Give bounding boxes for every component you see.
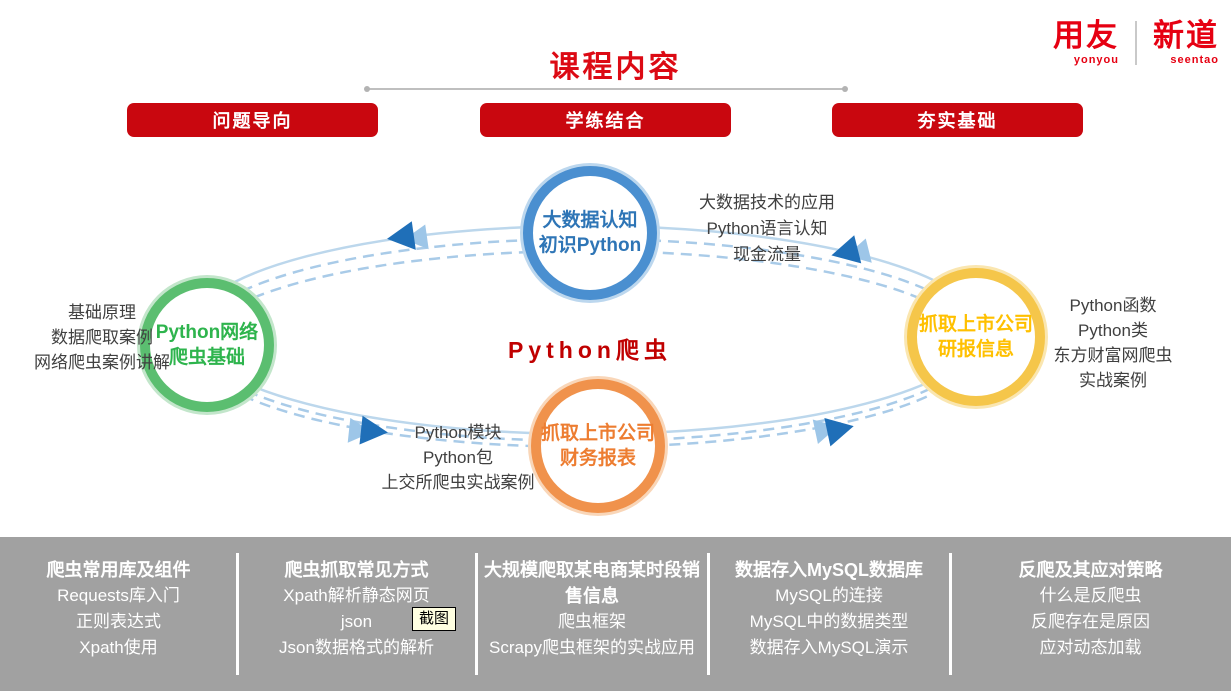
node-title-line: 初识Python bbox=[538, 235, 642, 256]
footer-column-item: 数据存入MySQL演示 bbox=[749, 638, 909, 657]
node-title-line: 研报信息 bbox=[937, 339, 1014, 360]
note-line: Python类 bbox=[1078, 321, 1148, 340]
logo-seentao-subtext: seentao bbox=[1170, 54, 1219, 66]
footer-separator bbox=[236, 553, 239, 675]
note-line: 上交所爬虫实战案例 bbox=[381, 473, 535, 492]
footer-column-crawl-methods: 爬虫抓取常见方式 Xpath解析静态网页 json Json数据格式的解析 bbox=[237, 537, 476, 691]
logo-yonyou-text: 用友 bbox=[1053, 18, 1119, 53]
footer-column-item: 正则表达式 bbox=[76, 612, 161, 631]
note-line: 数据爬取案例 bbox=[51, 328, 153, 347]
footer-column-item: Requests库入门 bbox=[57, 586, 180, 605]
footer-column-item: 反爬存在是原因 bbox=[1031, 612, 1150, 631]
node-title-line: 财务报表 bbox=[559, 448, 636, 469]
footer-column-heading: 爬虫抓取常见方式 bbox=[284, 560, 429, 580]
note-line: 基础原理 bbox=[68, 303, 136, 322]
line-endpoint-left bbox=[364, 86, 370, 92]
flow-arrow-bottom-right bbox=[812, 418, 854, 447]
footer-column-item: MySQL中的数据类型 bbox=[749, 612, 909, 631]
note-line: Python模块 bbox=[414, 423, 502, 442]
footer-column-item: Xpath使用 bbox=[79, 638, 158, 657]
banner-problem-oriented: 问题导向 bbox=[127, 103, 378, 137]
node-title-line: 抓取上市公司 bbox=[918, 314, 1033, 335]
screenshot-tooltip: 截图 bbox=[412, 607, 457, 631]
footer-column-heading: 大规模爬取某电商某时段销售信息 bbox=[484, 560, 700, 606]
node-title-line: 爬虫基础 bbox=[168, 347, 245, 368]
footer-separator bbox=[949, 553, 952, 675]
footer-column-heading: 爬虫常用库及组件 bbox=[46, 560, 191, 580]
footer-separator bbox=[707, 553, 710, 675]
footer-column-heading: 数据存入MySQL数据库 bbox=[734, 560, 923, 580]
logo-divider bbox=[1135, 21, 1137, 65]
line-endpoint-right bbox=[842, 86, 848, 92]
note-top-right: 大数据技术的应用 Python语言认知 现金流量 bbox=[658, 190, 876, 268]
node-research-reports: 抓取上市公司 研报信息 bbox=[907, 268, 1045, 406]
note-line: 网络爬虫案例讲解 bbox=[34, 353, 170, 372]
note-line: 东方财富网爬虫 bbox=[1053, 346, 1173, 365]
note-line: Python函数 bbox=[1069, 296, 1157, 315]
logo-yonyou: 用友 yonyou bbox=[1053, 18, 1119, 67]
note-bottom-left: Python模块 Python包 上交所爬虫实战案例 bbox=[374, 420, 542, 495]
footer-column-mysql: 数据存入MySQL数据库 MySQL的连接 MySQL中的数据类型 数据存入My… bbox=[708, 537, 950, 691]
flow-arrow-top-left bbox=[386, 221, 429, 250]
note-left: 基础原理 数据爬取案例 网络爬虫案例讲解 bbox=[8, 300, 196, 375]
note-line: 实战案例 bbox=[1079, 371, 1147, 390]
footer-column-item: MySQL的连接 bbox=[775, 586, 883, 605]
node-big-data-python: 大数据认知 初识Python bbox=[523, 166, 657, 300]
logo-seentao: 新道 seentao bbox=[1153, 18, 1219, 67]
banner-learn-practice: 学练结合 bbox=[480, 103, 731, 137]
footer-column-ecommerce-scrape: 大规模爬取某电商某时段销售信息 爬虫框架 Scrapy爬虫框架的实战应用 bbox=[476, 537, 708, 691]
footer-column-item: 什么是反爬虫 bbox=[1039, 586, 1142, 605]
node-title-line: 抓取上市公司 bbox=[541, 423, 656, 444]
footer-topics-bar: 爬虫常用库及组件 Requests库入门 正则表达式 Xpath使用 爬虫抓取常… bbox=[0, 537, 1231, 691]
note-line: 大数据技术的应用 bbox=[699, 193, 835, 212]
note-right: Python函数 Python类 东方财富网爬虫 实战案例 bbox=[1032, 293, 1194, 393]
brand-logo: 用友 yonyou 新道 seentao bbox=[1053, 18, 1219, 67]
footer-column-anti-crawl: 反爬及其应对策略 什么是反爬虫 反爬存在是原因 应对动态加载 bbox=[950, 537, 1231, 691]
footer-column-item: json bbox=[340, 612, 373, 631]
note-line: Python语言认知 bbox=[706, 219, 828, 238]
flow-arrow-bottom-left bbox=[347, 415, 388, 445]
node-python-crawler-basics: Python网络 爬虫基础 bbox=[140, 278, 274, 412]
footer-column-item: 应对动态加载 bbox=[1039, 638, 1142, 657]
footer-separator bbox=[475, 553, 478, 675]
flow-arrow-top-right bbox=[831, 235, 872, 264]
note-line: Python包 bbox=[423, 448, 493, 467]
footer-column-item: Scrapy爬虫框架的实战应用 bbox=[489, 638, 695, 657]
footer-column-item: Json数据格式的解析 bbox=[279, 638, 434, 657]
node-financial-statements: 抓取上市公司 财务报表 bbox=[531, 379, 665, 513]
page-title: 课程内容 bbox=[549, 51, 682, 84]
footer-column-item: 爬虫框架 bbox=[558, 612, 626, 631]
footer-column-heading: 反爬及其应对策略 bbox=[1018, 560, 1163, 580]
banner-solid-foundation: 夯实基础 bbox=[832, 103, 1083, 137]
footer-column-item: Xpath解析静态网页 bbox=[283, 586, 430, 605]
node-title-line: 大数据认知 bbox=[542, 210, 638, 231]
footer-column-libraries: 爬虫常用库及组件 Requests库入门 正则表达式 Xpath使用 bbox=[0, 537, 237, 691]
node-title-line: Python网络 bbox=[155, 322, 259, 343]
note-line: 现金流量 bbox=[733, 245, 801, 264]
title-underline bbox=[364, 86, 848, 92]
logo-yonyou-subtext: yonyou bbox=[1073, 54, 1119, 66]
diagram-center-label: Python爬虫 bbox=[508, 337, 672, 363]
logo-seentao-text: 新道 bbox=[1153, 18, 1219, 53]
